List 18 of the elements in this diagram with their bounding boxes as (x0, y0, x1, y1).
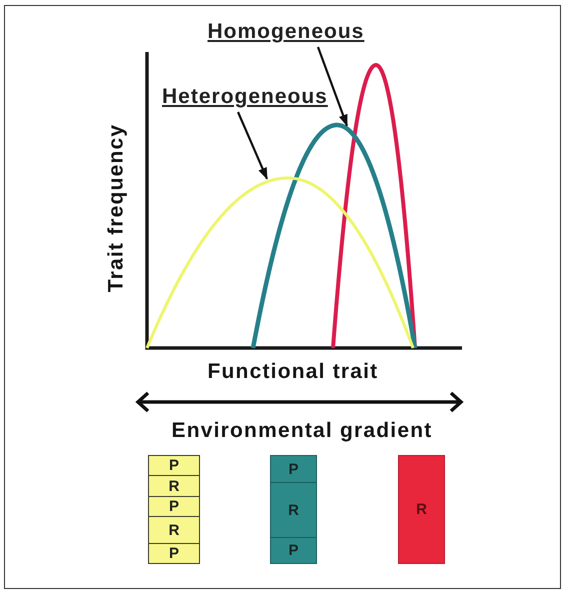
stack-block: P (148, 543, 200, 564)
axis-label: Functional trait (208, 360, 378, 384)
distribution-curve (250, 122, 418, 348)
leader-arrow (237, 112, 268, 180)
stack-block: R (270, 482, 317, 538)
curve-label: Homogeneous (208, 20, 364, 44)
leader-arrow (316, 46, 348, 127)
stack-block: P (270, 455, 317, 483)
distribution-curve (146, 176, 414, 349)
stack-block: R (148, 475, 200, 497)
axis-label: Trait frequency (104, 124, 128, 292)
stack-block: R (398, 455, 445, 564)
gradient-label: Environmental gradient (172, 419, 432, 443)
stack-block: P (148, 496, 200, 517)
curve-label: Heterogeneous (162, 85, 328, 109)
stack-block: P (148, 455, 200, 476)
stack-block: P (270, 537, 317, 564)
stack-block: R (148, 516, 200, 544)
